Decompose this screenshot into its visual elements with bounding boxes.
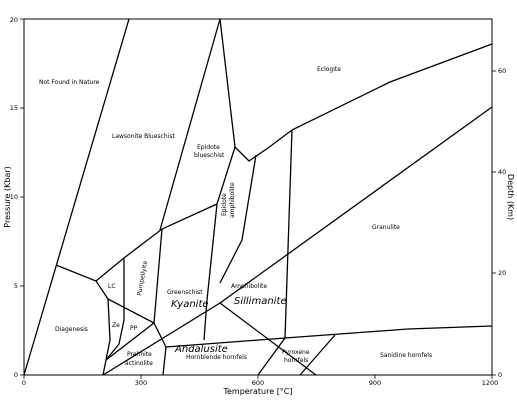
label-diagenesis: Diagenesis <box>55 326 88 333</box>
label-epidote-amphibolite-line1: Epidote <box>221 193 228 216</box>
boundary-diagenesis-top <box>55 264 109 300</box>
label-hornblende-hornfels: Hornblende hornfels <box>186 354 247 361</box>
y-tick-labels-left: 0 5 10 15 20 <box>10 16 18 379</box>
label-prehnite-actinolite-line1: Prehnite <box>127 351 152 358</box>
x-tick-label: 300 <box>135 379 147 387</box>
kyanite-sillimanite-line <box>219 106 493 304</box>
label-lc: LC <box>108 283 116 290</box>
y-axis-title-left: Pressure (Kbar) <box>3 166 12 227</box>
y-tick-label-right: 0 <box>498 371 502 379</box>
label-andalusite: Andalusite <box>174 344 228 355</box>
boundary-not-found-in-nature <box>23 18 130 376</box>
label-sanidine-hornfels: Sanidine hornfels <box>380 352 432 359</box>
label-pyroxene-hornfels-line1: Pyroxene <box>282 349 310 356</box>
boundary-hornfels-top <box>165 325 493 348</box>
boundary-epidote-amphibolite-left <box>206 146 236 301</box>
y-tick-label-left: 10 <box>10 193 18 201</box>
x-tick-label: 600 <box>252 379 264 387</box>
label-greenschist: Greenschist <box>167 289 203 296</box>
label-epidote-amphibolite-line2: amphibolite <box>229 182 236 218</box>
boundary-epidote-amphibolite-right <box>219 154 257 284</box>
facies-boundaries <box>23 18 493 376</box>
boundary-epidote-eclogite-left <box>219 18 236 148</box>
boundary-pumpellyite-right <box>153 228 163 324</box>
y-tick-label-left: 5 <box>14 282 18 290</box>
boundary-lawsonite-epidote <box>159 18 221 231</box>
plot-frame <box>23 18 493 376</box>
label-epidote-blueschist-line1: Epidote <box>197 144 220 151</box>
label-kyanite: Kyanite <box>171 299 209 310</box>
y-tick-label-right: 20 <box>498 269 506 277</box>
label-epidote-blueschist-line2: blueschist <box>194 152 225 159</box>
kyanite-andalusite-line <box>102 302 221 376</box>
label-pp: PP <box>130 325 138 332</box>
aluminosilicate-lines <box>102 106 493 376</box>
boundary-ze-left <box>102 298 111 376</box>
label-sillimanite: Sillimanite <box>234 296 287 307</box>
label-pyroxene-hornfels-line2: hornfels <box>284 357 308 364</box>
y-tick-labels-right: 0 20 40 60 <box>498 67 506 379</box>
x-axis-ticks <box>23 375 493 379</box>
x-tick-labels: 0 300 600 900 1200 <box>22 379 498 387</box>
boundary-pyroxene-hornfels-right <box>299 334 336 376</box>
x-tick-label: 1200 <box>482 379 499 387</box>
y-tick-label-right: 40 <box>498 168 506 176</box>
label-lawsonite-blueschist: Lawsonite Blueschist <box>112 133 175 140</box>
andalusite-sillimanite-line <box>219 302 317 376</box>
boundary-lc-bottom <box>107 298 155 324</box>
y-tick-label-left: 0 <box>14 371 18 379</box>
x-tick-label: 0 <box>22 379 26 387</box>
boundary-pumpellyite-left <box>105 258 125 361</box>
y-tick-label-right: 60 <box>498 67 506 75</box>
y-axis-title-right: Depth (Km) <box>506 174 515 220</box>
label-ze: Ze <box>112 322 120 329</box>
boundary-greenschist-top <box>95 203 218 282</box>
y-axis-ticks-right <box>492 70 496 376</box>
label-granulite: Granulite <box>372 224 400 231</box>
x-tick-label: 900 <box>369 379 381 387</box>
label-not-found-in-nature: Not Found in Nature <box>39 79 100 86</box>
y-tick-label-left: 20 <box>10 16 18 24</box>
label-amphibolite: Amphibolite <box>231 283 267 290</box>
boundary-prehnite-right <box>162 346 167 376</box>
x-axis-title: Temperature [°C] <box>222 387 292 396</box>
label-eclogite: Eclogite <box>317 66 341 73</box>
y-axis-ticks-left <box>20 18 24 376</box>
boundary-hornblende-hornfels-left <box>203 299 208 341</box>
label-prehnite-actinolite-line2: actinolite <box>125 360 153 367</box>
boundary-epidote-eclogite <box>234 43 493 162</box>
label-pumpellyite: Pumpellyite <box>136 260 149 296</box>
y-tick-label-left: 15 <box>10 104 18 112</box>
